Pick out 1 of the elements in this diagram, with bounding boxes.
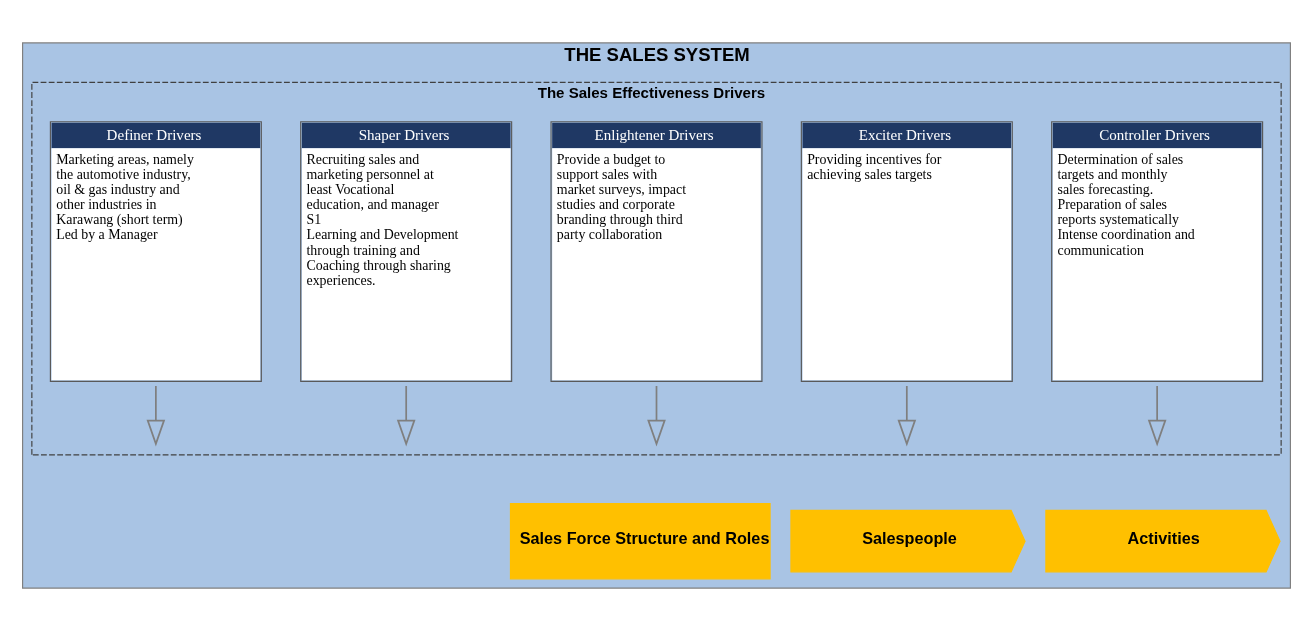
node-box: Sales Force Structure and Roles <box>509 502 771 579</box>
